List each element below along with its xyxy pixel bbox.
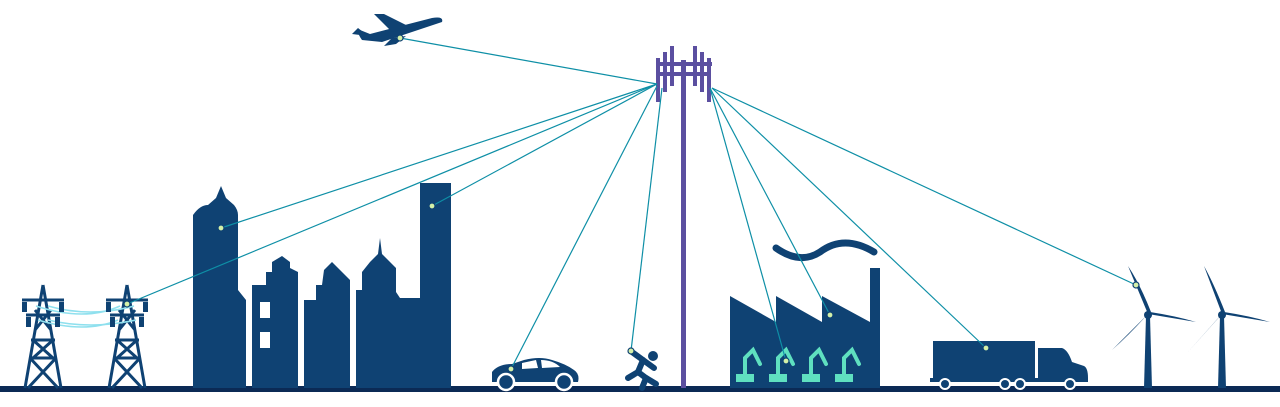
airplane-icon <box>352 14 442 46</box>
running-person-icon <box>628 351 658 388</box>
node-pylon <box>124 301 130 307</box>
node-robot <box>783 358 789 364</box>
cell-tower-icon <box>656 46 712 388</box>
node-airplane <box>397 35 403 41</box>
node-car <box>508 366 514 372</box>
node-building-left <box>218 225 224 231</box>
truck-icon <box>930 341 1088 389</box>
node-factory <box>827 312 833 318</box>
node-turbine <box>1133 282 1139 288</box>
node-runner <box>628 348 634 354</box>
power-pylon-icon <box>22 285 148 388</box>
node-building-right <box>429 203 435 209</box>
factory-icon <box>730 243 880 388</box>
city-skyline-icon <box>193 183 451 388</box>
node-truck <box>983 345 989 351</box>
car-icon <box>492 358 579 390</box>
